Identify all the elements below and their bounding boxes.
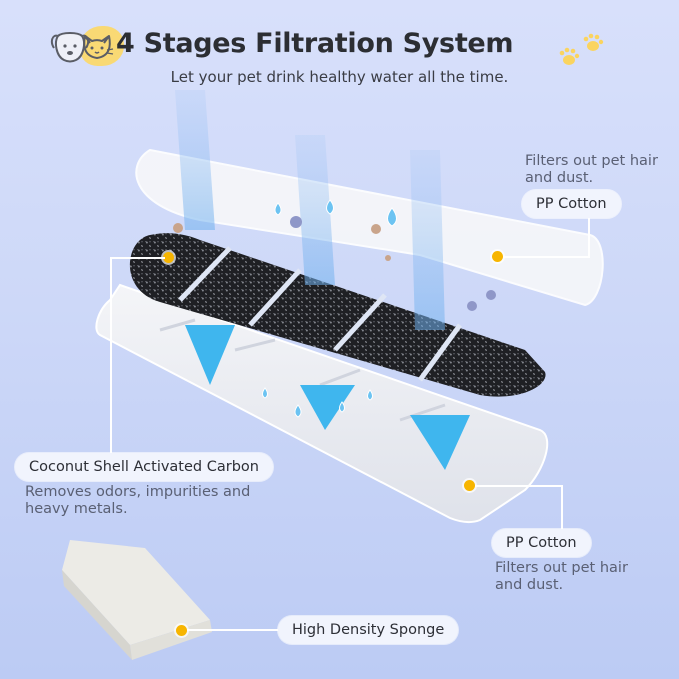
callout-line [110, 257, 112, 455]
callout-line [503, 256, 590, 258]
callout-line [110, 257, 165, 259]
callout-dot-pp-cotton-bottom [464, 480, 475, 491]
layer-label-sponge: High Density Sponge [278, 616, 459, 644]
layer-label-pp-cotton-top: PP Cotton [522, 190, 621, 218]
layer-description: Removes odors, impurities and heavy meta… [25, 484, 251, 517]
layer-description: Filters out pet hair and dust. [525, 153, 658, 186]
header: 4 Stages Filtration System Let your pet … [0, 26, 679, 86]
layer-label-carbon: Coconut Shell Activated Carbon [15, 453, 273, 481]
page-title: 4 Stages Filtration System [116, 28, 514, 59]
cat-face-icon [83, 35, 114, 59]
paw-print-icon [559, 33, 604, 65]
callout-dot-carbon [163, 252, 174, 263]
callout-line [187, 629, 280, 631]
layer-label-pp-cotton-bottom: PP Cotton [492, 529, 591, 557]
callout-dot-sponge [176, 625, 187, 636]
callout-line [561, 485, 563, 530]
carbon-layer [129, 233, 546, 397]
callout-dot-pp-cotton-top [492, 251, 503, 262]
layer-description: Filters out pet hair and dust. [495, 560, 628, 593]
callout-line [475, 485, 563, 487]
callout-line [588, 215, 590, 257]
page-subtitle: Let your pet drink healthy water all the… [170, 68, 509, 86]
sponge-block [62, 540, 212, 660]
